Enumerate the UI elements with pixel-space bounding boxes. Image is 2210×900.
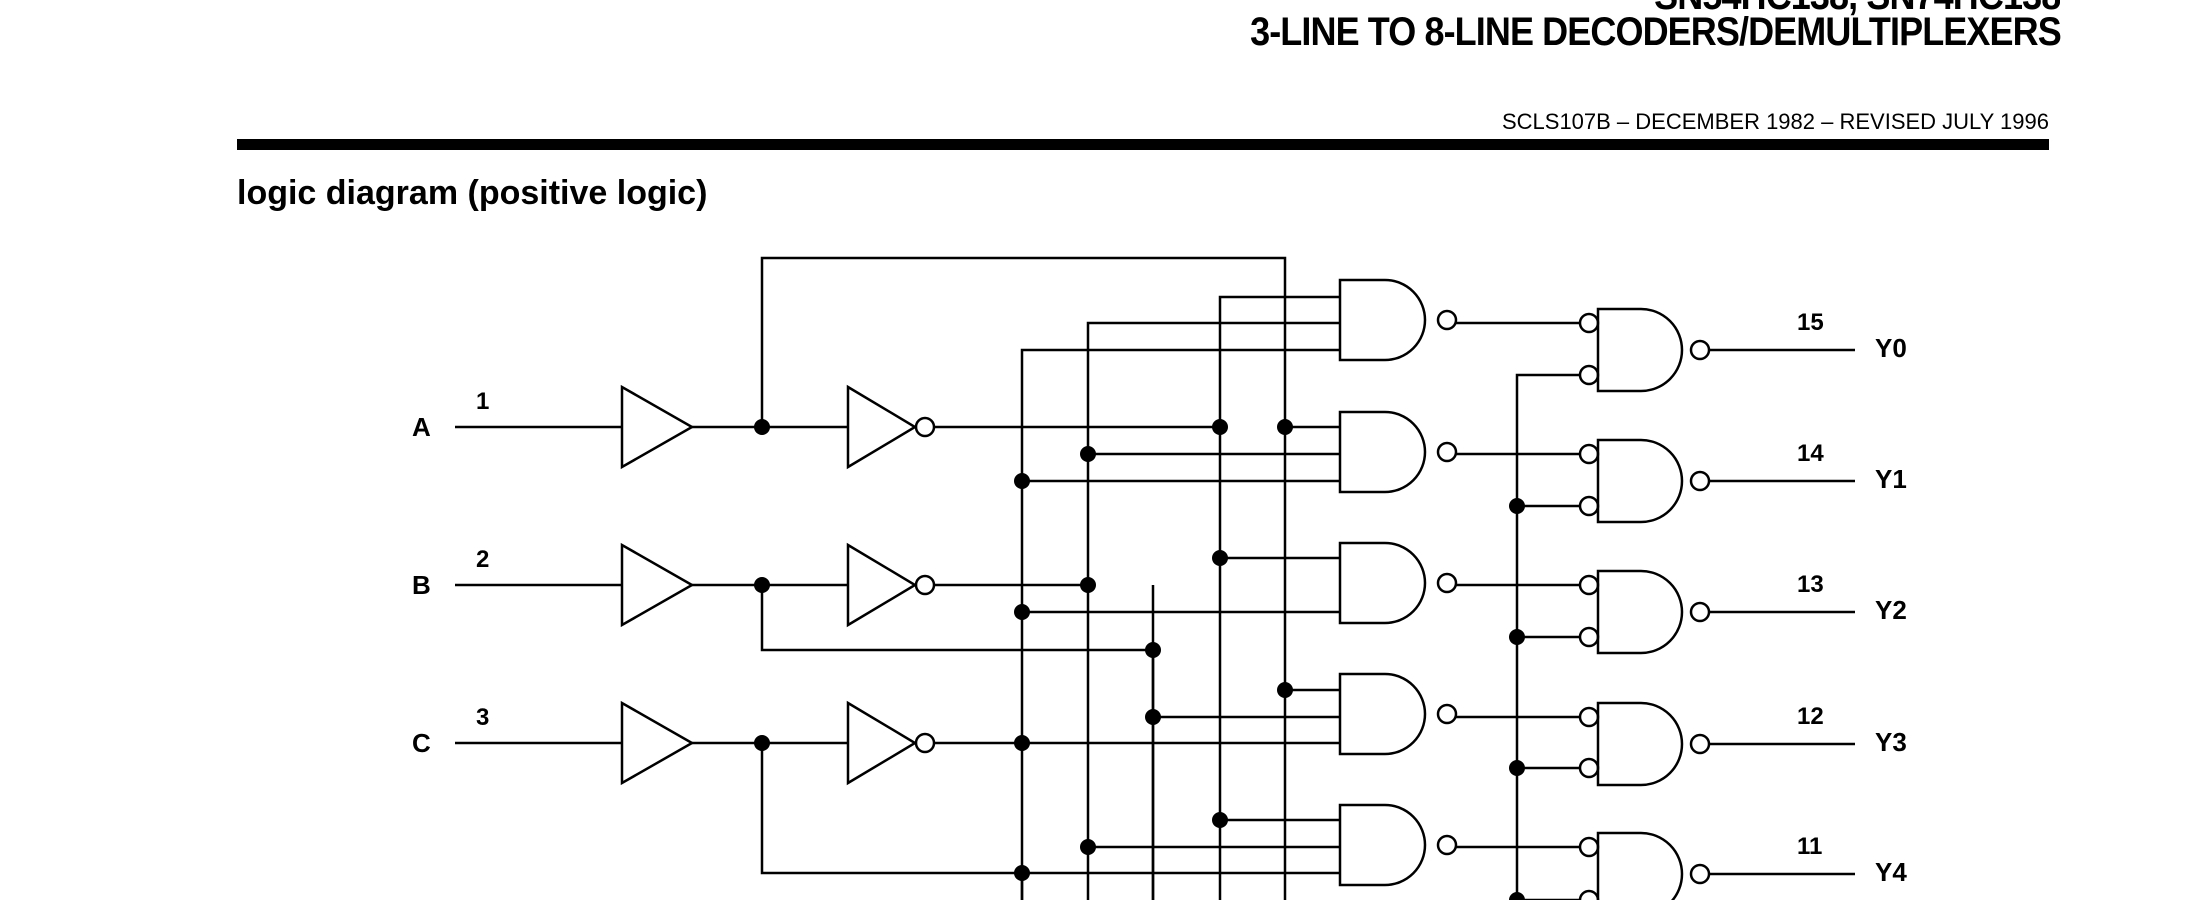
document-reference: SCLS107B – DECEMBER 1982 – REVISED JULY … <box>1501 109 2049 134</box>
output-gate-y2 <box>1596 569 1684 655</box>
input-pin-c: 3 <box>476 704 489 731</box>
output-pin-y2: 13 <box>1797 571 1824 598</box>
output-pin-y4: 11 <box>1797 833 1822 860</box>
input-pin-b: 2 <box>476 546 489 573</box>
inverter-a-bubble <box>914 416 936 438</box>
nand-gate-0 <box>1338 278 1427 362</box>
input-label-a: A <box>412 412 431 442</box>
output-label-y4: Y4 <box>1875 857 1907 887</box>
input-label-c: C <box>412 728 431 758</box>
output-label-y0: Y0 <box>1875 333 1907 363</box>
title-clip: SN54HC138, SN74HC138 <box>900 0 2060 20</box>
output-pin-y1: 14 <box>1797 440 1824 467</box>
output-label-y1: Y1 <box>1875 464 1907 494</box>
buffer-a <box>620 384 695 470</box>
output-gate-y4 <box>1596 831 1684 900</box>
output-gate-y3 <box>1596 701 1684 787</box>
nand-gate-3 <box>1338 672 1427 756</box>
input-label-b: B <box>412 570 431 600</box>
inverter-b <box>846 542 918 628</box>
section-heading: logic diagram (positive logic) <box>237 174 708 212</box>
inverter-b-bubble <box>914 574 936 596</box>
nand-gate-1 <box>1338 410 1427 494</box>
output-label-y3: Y3 <box>1875 727 1907 757</box>
output-pin-y3: 12 <box>1797 703 1824 730</box>
nand-gate-2 <box>1338 541 1427 625</box>
input-pin-a: 1 <box>476 388 489 415</box>
buffer-b <box>620 542 695 628</box>
output-gate-y0 <box>1596 307 1684 393</box>
output-gate-y1 <box>1596 438 1684 524</box>
header-rule <box>237 139 2049 150</box>
document-title-line1: SN54HC138, SN74HC138 <box>1654 0 2060 19</box>
output-pin-y0: 15 <box>1797 309 1824 336</box>
output-label-y2: Y2 <box>1875 595 1907 625</box>
inverter-a <box>846 384 918 470</box>
inverter-c-bubble <box>914 732 936 754</box>
nand-gate-4 <box>1338 803 1427 887</box>
document-title: 3-LINE TO 8-LINE DECODERS/DEMULTIPLEXERS <box>1250 10 2062 54</box>
inverter-c <box>846 700 918 786</box>
buffer-c <box>620 700 695 786</box>
